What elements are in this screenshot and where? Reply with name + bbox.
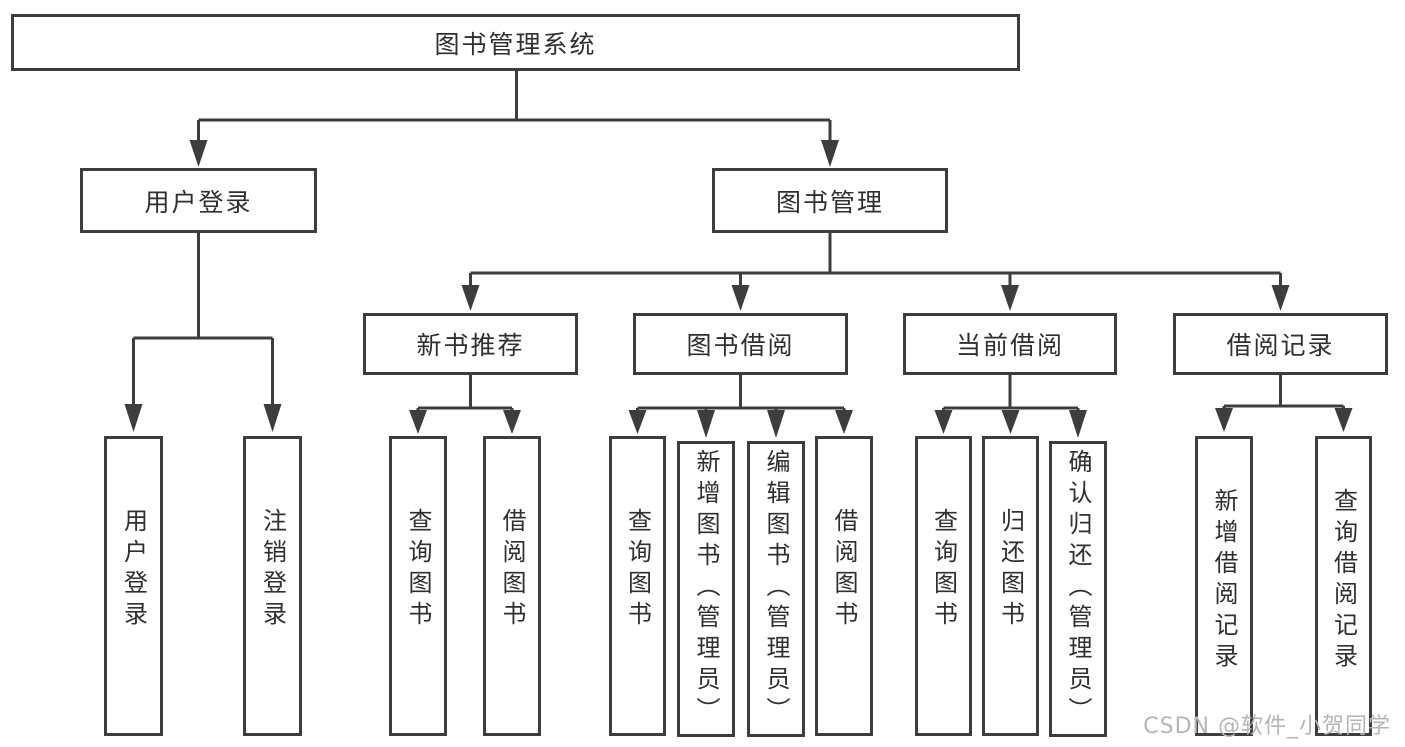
node-leaf-borrowing-query: 查询图书: [609, 436, 666, 736]
node-leaf-current-return-label: 归还图书: [996, 508, 1025, 632]
node-leaf-current-return: 归还图书: [982, 436, 1039, 736]
node-leaf-newbooks-query-label: 查询图书: [404, 508, 432, 632]
node-user-login: 用户登录: [80, 168, 317, 233]
node-current-borrowing-label: 当前借阅: [955, 331, 1064, 360]
connector-borrowing-records-children: [1215, 375, 1353, 432]
node-leaf-borrowing-borrow: 借阅图书: [815, 436, 873, 736]
node-leaf-borrowing-edit-label: 编辑图书（管理员）: [762, 449, 790, 728]
node-leaf-logout-label: 注销登录: [258, 508, 287, 632]
node-book-borrowing: 图书借阅: [633, 313, 848, 375]
connector-book-management-modules: [461, 233, 1290, 311]
node-system-root: 图书管理系统: [11, 14, 1020, 71]
connector-new-books-children: [409, 375, 521, 434]
node-book-management: 图书管理: [712, 168, 948, 233]
node-leaf-newbooks-borrow: 借阅图书: [483, 436, 541, 736]
node-leaf-login-label: 用户登录: [119, 508, 148, 632]
node-leaf-borrowing-add: 新增图书（管理员）: [677, 441, 735, 737]
node-leaf-login: 用户登录: [104, 436, 163, 736]
node-borrowing-records: 借阅记录: [1173, 313, 1388, 375]
node-leaf-borrowing-borrow-label: 借阅图书: [830, 508, 858, 632]
node-system-root-label: 图书管理系统: [434, 29, 597, 59]
connector-current-borrowing-children: [934, 375, 1087, 438]
node-borrowing-records-label: 借阅记录: [1226, 331, 1335, 360]
node-leaf-newbooks-query: 查询图书: [389, 436, 447, 736]
connector-user-login-children: [124, 233, 282, 432]
connector-book-borrowing-children: [628, 375, 853, 438]
node-leaf-newbooks-borrow-label: 借阅图书: [498, 508, 526, 632]
node-leaf-borrowing-query-label: 查询图书: [623, 508, 652, 632]
node-current-borrowing: 当前借阅: [903, 313, 1117, 375]
node-leaf-current-confirm: 确认归还（管理员）: [1049, 441, 1107, 737]
node-leaf-current-confirm-label: 确认归还（管理员）: [1064, 449, 1092, 728]
node-leaf-records-add-label: 新增借阅记录: [1210, 488, 1238, 674]
node-leaf-records-query-label: 查询借阅记录: [1329, 488, 1358, 674]
node-leaf-current-query-label: 查询图书: [929, 508, 958, 632]
node-leaf-records-query: 查询借阅记录: [1315, 436, 1372, 736]
node-leaf-borrowing-edit: 编辑图书（管理员）: [747, 441, 805, 737]
node-leaf-borrowing-add-label: 新增图书（管理员）: [692, 449, 720, 728]
node-new-books: 新书推荐: [363, 313, 578, 375]
node-leaf-logout: 注销登录: [243, 436, 302, 736]
node-book-management-label: 图书管理: [775, 187, 884, 217]
node-leaf-current-query: 查询图书: [915, 436, 972, 736]
node-new-books-label: 新书推荐: [416, 331, 525, 360]
node-user-login-label: 用户登录: [144, 187, 253, 217]
connector-root-to-level2: [189, 71, 839, 167]
csdn-watermark: CSDN @软件_小贺同学: [1143, 714, 1391, 739]
node-leaf-records-add: 新增借阅记录: [1195, 436, 1253, 736]
node-book-borrowing-label: 图书借阅: [686, 331, 795, 360]
